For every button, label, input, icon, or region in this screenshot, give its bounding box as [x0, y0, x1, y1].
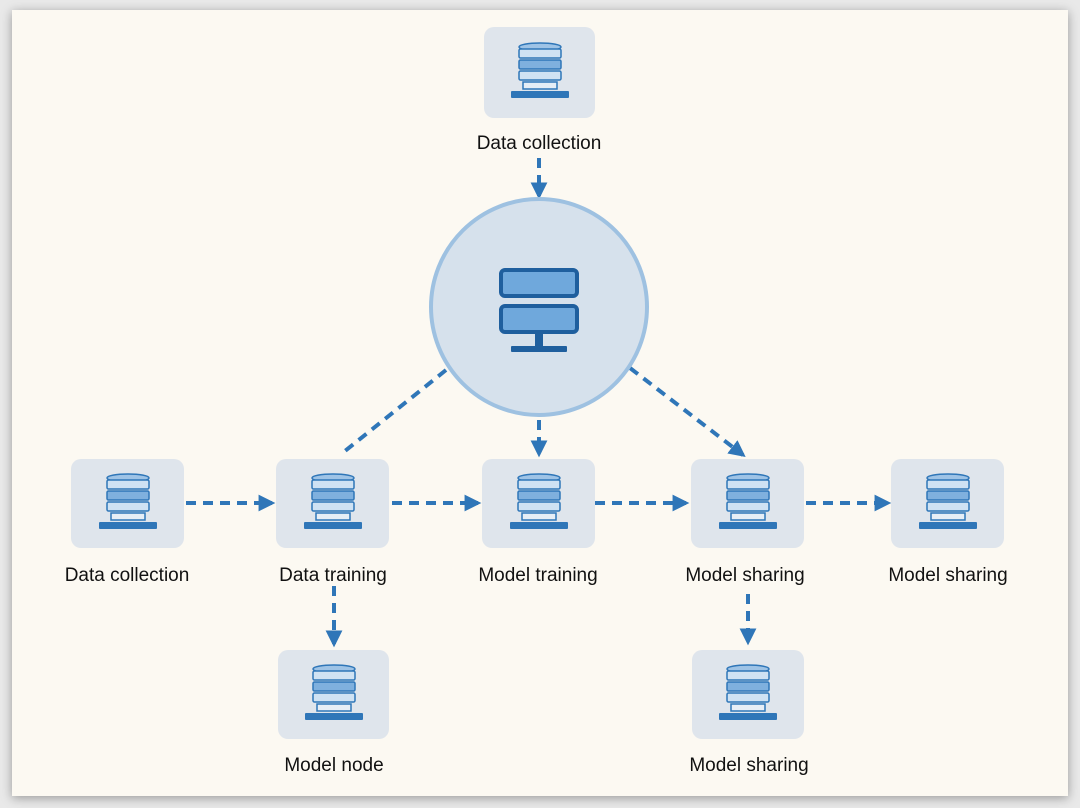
node-model-training: Model training: [478, 459, 598, 586]
node-label: Model sharing: [888, 565, 1007, 586]
connector-center-to-data-training: [338, 368, 448, 457]
node-label: Model training: [478, 565, 597, 586]
node-data-collection: Data collection: [65, 459, 190, 586]
node-data-collection-top: Data collection: [477, 27, 602, 154]
node-model-node: Model node: [278, 650, 389, 776]
node-data-training: Data training: [276, 459, 389, 586]
node-label: Data collection: [477, 133, 602, 154]
node-model-sharing-right: Model sharing: [888, 459, 1008, 586]
connector-center-to-model-sharing: [628, 366, 746, 458]
node-model-sharing: Model sharing: [685, 459, 805, 586]
node-label: Data collection: [65, 565, 190, 586]
central-hub-node: [429, 197, 649, 417]
node-label: Model sharing: [685, 565, 804, 586]
node-label: Data training: [279, 565, 387, 586]
node-model-sharing-bottom: Model sharing: [689, 650, 809, 776]
node-label: Model sharing: [689, 755, 808, 776]
connectors: [186, 158, 892, 648]
node-label: Model node: [284, 755, 383, 776]
